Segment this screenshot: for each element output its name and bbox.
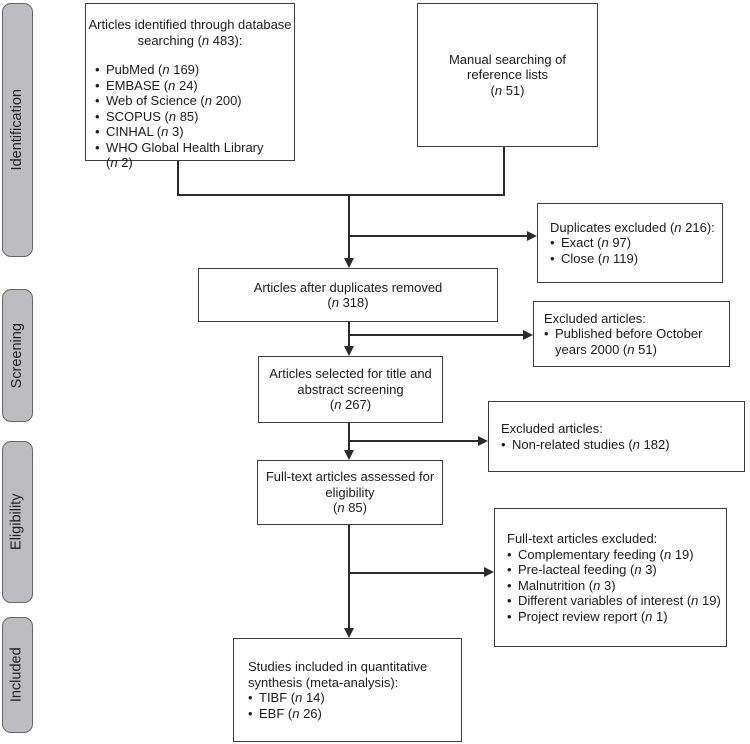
box-line: reference lists: [467, 67, 548, 83]
stage-label-included: Included: [2, 617, 33, 733]
box-fulltext-excluded: Full-text articles excluded: Complementa…: [494, 508, 727, 647]
box-title: Full-text articles excluded:: [507, 531, 658, 546]
list-item: Different variables of interest (n 19): [507, 593, 724, 609]
list-item: Project review report (n 1): [507, 609, 724, 625]
list-item: Exact (n 97): [550, 235, 718, 251]
list-item: Complementary feeding (n 19): [507, 547, 724, 563]
arrowhead-down-icon: [343, 258, 354, 268]
connector-line: [177, 194, 505, 196]
list-item: Web of Science (n 200): [95, 93, 292, 109]
connector-line: [348, 423, 350, 453]
box-title: Duplicates excluded (n 216):: [550, 219, 715, 235]
box-title: Excluded articles:: [544, 310, 646, 326]
arrowhead-right-icon: [527, 231, 537, 241]
box-studies-included: Studies included in quantitative synthes…: [233, 638, 462, 742]
box-title: Studies included in quantitative: [248, 659, 428, 674]
box-line: Full-text articles assessed for: [265, 469, 435, 485]
connector-line: [348, 525, 350, 631]
box-title-abstract-screening: Articles selected for title and abstract…: [258, 356, 443, 423]
box-after-duplicates-removed: Articles after duplicates removed (n 318…: [198, 268, 498, 322]
box-title: synthesis (meta-analysis):: [248, 674, 399, 690]
connector-line: [348, 334, 525, 336]
connector-line: [503, 147, 505, 196]
list-item: EBF (n 26): [248, 706, 457, 722]
box-line: (n 267): [329, 397, 372, 413]
connector-line: [348, 235, 529, 237]
box-fulltext-assessed: Full-text articles assessed for eligibil…: [257, 460, 443, 525]
box-line: abstract screening: [297, 381, 404, 397]
stage-label-screening: Screening: [2, 289, 33, 422]
arrowhead-right-icon: [484, 567, 494, 577]
list-item: Pre-lacteal feeding (n 3): [507, 562, 724, 578]
stage-label-text: Eligibility: [8, 493, 25, 551]
box-line: (n 51): [490, 82, 525, 98]
list-item: Close (n 119): [550, 251, 718, 267]
box-line: Articles selected for title and: [269, 366, 432, 382]
list-item: Published before October years 2000 (n 5…: [544, 326, 727, 357]
connector-line: [348, 194, 350, 260]
stage-label-text: Screening: [8, 322, 25, 389]
list-item: Non-related studies (n 182): [501, 437, 740, 453]
box-title: Articles identified through database sea…: [86, 17, 294, 48]
list-item: CINHAL (n 3): [95, 124, 292, 140]
stage-label-identification: Identification: [2, 3, 33, 257]
box-line: Manual searching of: [448, 51, 567, 67]
title-line: Articles identified through database: [88, 17, 292, 32]
list-item: TIBF (n 14): [248, 690, 457, 706]
box-line: (n 318): [327, 295, 369, 310]
box-excluded-before-2000: Excluded articles: Published before Octo…: [533, 301, 730, 367]
list-item: PubMed (n 169): [95, 62, 292, 78]
box-item-list: PubMed (n 169) EMBASE (n 24) Web of Scie…: [86, 62, 294, 171]
list-item: WHO Global Health Library (n 2): [95, 140, 292, 171]
box-manual-searching: Manual searching of reference lists (n 5…: [417, 3, 598, 147]
box-title: Excluded articles:: [501, 421, 603, 436]
list-item: SCOPUS (n 85): [95, 109, 292, 125]
arrowhead-down-icon: [343, 346, 354, 356]
box-database-searching: Articles identified through database sea…: [85, 3, 295, 170]
box-duplicates-excluded: Duplicates excluded (n 216): Exact (n 97…: [537, 203, 723, 283]
box-line: eligibility: [325, 484, 375, 500]
list-item: Malnutrition (n 3): [507, 578, 724, 594]
arrowhead-right-icon: [523, 330, 533, 340]
connector-line: [177, 161, 179, 196]
connector-line: [348, 440, 480, 442]
connector-line: [348, 572, 486, 574]
box-line: (n 85): [333, 500, 367, 516]
stage-label-eligibility: Eligibility: [2, 441, 33, 603]
box-line: Articles after duplicates removed: [253, 279, 443, 295]
stage-label-text: Included: [8, 647, 25, 703]
arrowhead-right-icon: [478, 436, 488, 446]
title-line: searching (n 483):: [137, 32, 243, 48]
list-item: EMBASE (n 24): [95, 78, 292, 94]
box-excluded-nonrelated: Excluded articles: Non-related studies (…: [488, 401, 745, 472]
arrowhead-down-icon: [343, 450, 354, 460]
arrowhead-down-icon: [343, 628, 354, 638]
stage-label-text: Identification: [8, 89, 25, 171]
